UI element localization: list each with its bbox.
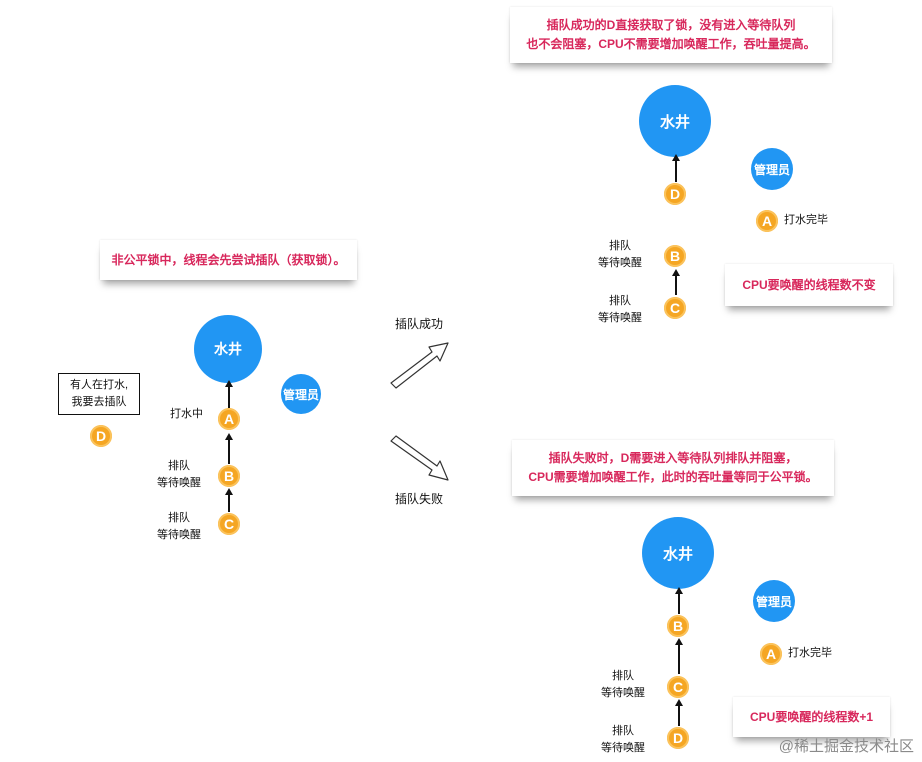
- left-label-b: 排队 等待唤醒: [157, 458, 201, 492]
- arrow-fail-text: 插队失败: [395, 492, 444, 506]
- top-right-label-c: 排队 等待唤醒: [598, 293, 642, 327]
- top-right-node-d: D: [664, 183, 686, 205]
- left-node-b-letter: B: [223, 468, 235, 484]
- arrow-success-label: 插队成功: [395, 316, 443, 333]
- top-right-node-c-letter: C: [669, 300, 681, 316]
- bottom-right-note-line-1: 插队失败时，D需要进入等待队列排队并阻塞，: [548, 451, 798, 465]
- left-speech-box: 有人在打水, 我要去插队: [58, 373, 140, 415]
- left-arrow-b-a: [225, 433, 232, 464]
- left-node-d-letter: D: [95, 428, 107, 444]
- bottom-right-label-d-line-2: 等待唤醒: [601, 742, 645, 754]
- left-label-c: 排队 等待唤醒: [157, 510, 201, 544]
- top-right-note: 插队成功的D直接获取了锁，没有进入等待队列 也不会阻塞，CPU不需要增加唤醒工作…: [510, 7, 832, 63]
- watermark: @稀土掘金技术社区: [779, 735, 914, 756]
- bottom-right-label-a: 打水完毕: [788, 645, 832, 662]
- bottom-right-node-c: C: [667, 676, 689, 698]
- top-right-cpu-note: CPU要唤醒的线程数不变: [725, 264, 893, 306]
- left-arrow-c-b: [225, 488, 232, 512]
- bottom-right-arrow-d-c: [675, 699, 682, 726]
- left-label-a-text: 打水中: [170, 408, 203, 420]
- top-right-node-d-letter: D: [669, 186, 681, 202]
- arrow-fail-label: 插队失败: [395, 491, 443, 508]
- top-right-node-c: C: [664, 297, 686, 319]
- top-right-label-a: 打水完毕: [784, 212, 828, 229]
- watermark-text: @稀土掘金技术社区: [778, 738, 914, 755]
- left-node-c: C: [218, 513, 240, 535]
- bottom-right-arrow-b-well: [675, 587, 682, 614]
- left-node-c-letter: C: [223, 516, 235, 532]
- bottom-right-cpu-note-text: CPU要唤醒的线程数+1: [749, 709, 874, 724]
- left-label-b-line-1: 排队: [168, 460, 190, 472]
- left-speech-line-2: 我要去插队: [71, 396, 127, 408]
- top-right-label-b-line-1: 排队: [609, 240, 631, 252]
- top-right-node-a: A: [756, 210, 778, 232]
- arrow-down-right-icon: [390, 435, 449, 481]
- left-well: 水井: [194, 315, 262, 383]
- left-admin-label: 管理员: [282, 387, 319, 402]
- top-right-well-label: 水井: [659, 113, 690, 131]
- top-right-node-b: B: [664, 245, 686, 267]
- bottom-right-admin: 管理员: [753, 580, 795, 622]
- bottom-right-note-line-2: CPU需要增加唤醒工作，此时的吞吐量等同于公平锁。: [528, 470, 818, 484]
- bottom-right-node-b-letter: B: [672, 618, 684, 634]
- left-node-b: B: [218, 465, 240, 487]
- arrow-success-text: 插队成功: [395, 317, 444, 331]
- bottom-right-cpu-note: CPU要唤醒的线程数+1: [733, 697, 890, 737]
- bottom-right-admin-label: 管理员: [755, 594, 792, 609]
- bottom-right-node-a-letter: A: [765, 646, 777, 662]
- top-right-well: 水井: [639, 85, 711, 157]
- top-right-note-line-2: 也不会阻塞，CPU不需要增加唤醒工作，吞吐量提高。: [526, 37, 816, 51]
- bottom-right-node-b: B: [667, 615, 689, 637]
- bottom-right-node-d-letter: D: [672, 730, 684, 746]
- bottom-right-arrow-c-b: [675, 638, 682, 674]
- top-right-cpu-note-text: CPU要唤醒的线程数不变: [742, 277, 876, 292]
- bottom-right-label-c: 排队 等待唤醒: [601, 668, 645, 702]
- left-label-a: 打水中: [170, 406, 203, 423]
- top-right-label-b: 排队 等待唤醒: [598, 238, 642, 272]
- arrow-up-right-icon: [390, 342, 449, 389]
- bottom-right-note: 插队失败时，D需要进入等待队列排队并阻塞， CPU需要增加唤醒工作，此时的吞吐量…: [512, 440, 834, 496]
- top-right-admin: 管理员: [751, 148, 793, 190]
- left-arrow-a-well: [225, 380, 232, 408]
- bottom-right-well: 水井: [642, 517, 714, 589]
- top-right-node-a-letter: A: [761, 213, 773, 229]
- top-right-label-b-line-2: 等待唤醒: [598, 257, 642, 269]
- bottom-right-label-c-line-1: 排队: [612, 670, 634, 682]
- top-right-label-c-line-1: 排队: [609, 295, 631, 307]
- top-right-label-c-line-2: 等待唤醒: [598, 312, 642, 324]
- left-label-c-line-2: 等待唤醒: [157, 529, 201, 541]
- bottom-right-label-d-line-1: 排队: [612, 725, 634, 737]
- bottom-right-node-d: D: [667, 727, 689, 749]
- left-node-d: D: [90, 425, 112, 447]
- left-label-b-line-2: 等待唤醒: [157, 477, 201, 489]
- bottom-right-well-label: 水井: [662, 545, 693, 563]
- left-note-text: 非公平锁中，线程会先尝试插队（获取锁）。: [111, 252, 346, 267]
- bottom-right-label-d: 排队 等待唤醒: [601, 723, 645, 757]
- bottom-right-label-a-text: 打水完毕: [788, 647, 832, 659]
- left-well-label: 水井: [214, 341, 242, 357]
- top-right-arrow-d-well: [672, 154, 679, 182]
- left-node-a-letter: A: [223, 411, 235, 427]
- top-right-node-b-letter: B: [669, 248, 681, 264]
- left-admin: 管理员: [281, 374, 321, 414]
- bottom-right-node-c-letter: C: [672, 679, 684, 695]
- left-label-c-line-1: 排队: [168, 512, 190, 524]
- top-right-label-a-text: 打水完毕: [784, 214, 828, 226]
- left-speech-line-1: 有人在打水,: [69, 379, 129, 391]
- top-right-arrow-c-b: [672, 269, 679, 295]
- left-node-a: A: [218, 408, 240, 430]
- bottom-right-label-c-line-2: 等待唤醒: [601, 687, 645, 699]
- bottom-right-node-a: A: [760, 643, 782, 665]
- top-right-note-line-1: 插队成功的D直接获取了锁，没有进入等待队列: [546, 18, 796, 32]
- top-right-admin-label: 管理员: [753, 162, 790, 177]
- left-note: 非公平锁中，线程会先尝试插队（获取锁）。: [100, 240, 357, 280]
